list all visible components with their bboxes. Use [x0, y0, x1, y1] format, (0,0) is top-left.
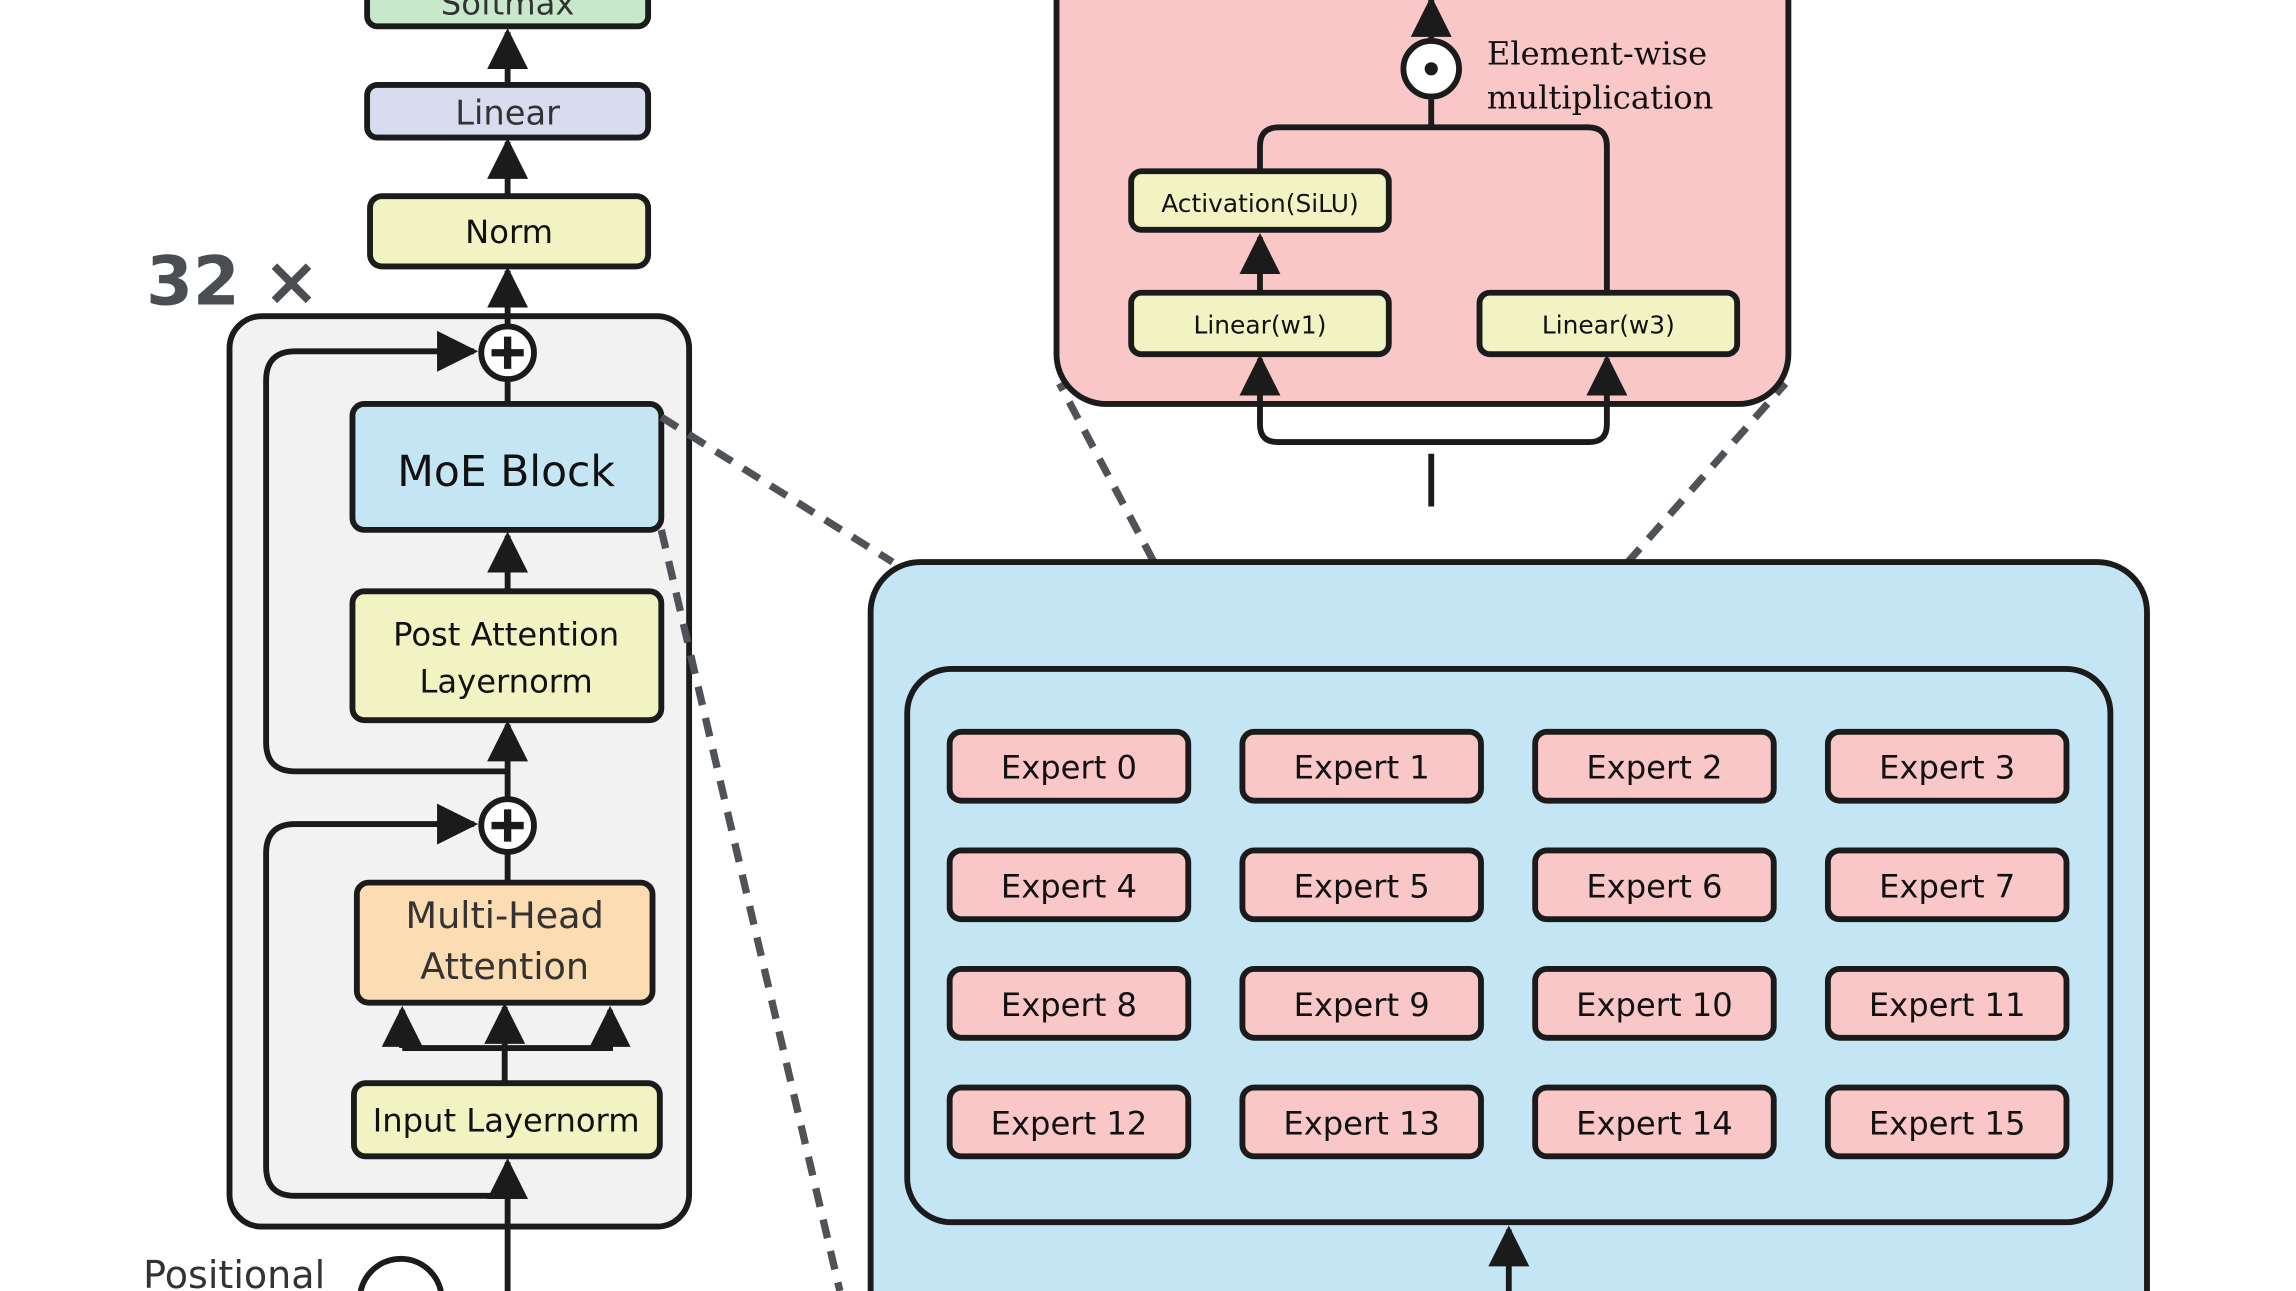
expert-label: Expert 10 — [1576, 986, 1733, 1024]
expert-grid: Expert 0 Expert 1 Expert 2 Expert 3 Expert 4… — [946, 728, 2070, 1160]
linear-label: Linear — [455, 93, 560, 132]
expert-box: Expert 1 — [1239, 728, 1484, 804]
multi-head-attention-box: Multi-Head Attention — [353, 879, 656, 1006]
norm-box: Norm — [367, 193, 652, 270]
activation-silu-box: Activation(SiLU) — [1128, 168, 1392, 233]
expert-box: Expert 14 — [1532, 1084, 1777, 1160]
mha-label-line2: Attention — [420, 945, 589, 988]
decoder-stack: 32 × Softmax Linear Norm MoE Block Post … — [143, 0, 693, 1291]
post-attention-label-line1: Post Attention — [393, 616, 619, 654]
expert-label: Expert 1 — [1294, 749, 1430, 787]
layer-count-label: 32 × — [146, 242, 320, 320]
expert-label: Expert 15 — [1869, 1104, 2026, 1142]
input-layernorm-label: Input Layernorm — [373, 1101, 640, 1139]
moe-detail-panel: Expert 0 Expert 1 Expert 2 Expert 3 Expert 4… — [867, 559, 2150, 1291]
expert-label: Expert 14 — [1576, 1104, 1733, 1142]
expert-label: Expert 7 — [1879, 867, 2015, 905]
expert-label: Expert 0 — [1001, 749, 1137, 787]
expert-box: Expert 9 — [1239, 966, 1484, 1041]
linear-w1-label: Linear(w1) — [1194, 311, 1327, 340]
softmax-label: Softmax — [441, 0, 575, 23]
residual-add-icon — [478, 323, 537, 383]
expert-label: Expert 6 — [1586, 867, 1722, 905]
expert-label: Expert 5 — [1294, 867, 1430, 905]
expert-box: Expert 5 — [1239, 847, 1484, 923]
linear-w3-box: Linear(w3) — [1476, 289, 1741, 358]
expert-label: Expert 3 — [1879, 749, 2015, 787]
expert-box: Expert 12 — [946, 1084, 1192, 1160]
expert-box: Expert 7 — [1824, 847, 2070, 923]
expert-label: Expert 9 — [1294, 986, 1430, 1024]
expert-box: Expert 6 — [1532, 847, 1777, 923]
expert-detail-panel: Element-wise multiplication Activation(S… — [1053, 0, 1792, 507]
expert-box: Expert 15 — [1824, 1084, 2070, 1160]
element-wise-label-line2: multiplication — [1487, 78, 1714, 116]
mha-label-line1: Multi-Head — [406, 894, 604, 937]
linear-box: Linear — [364, 81, 652, 141]
expert-label: Expert 8 — [1001, 986, 1137, 1024]
expert-box: Expert 8 — [946, 966, 1192, 1041]
moe-block-label: MoE Block — [397, 448, 615, 497]
linear-w1-box: Linear(w1) — [1128, 289, 1392, 358]
expert-box: Expert 4 — [946, 847, 1192, 923]
activation-silu-label: Activation(SiLU) — [1161, 189, 1358, 218]
moe-block-box: MoE Block — [349, 401, 665, 533]
linear-w3-label: Linear(w3) — [1542, 311, 1675, 340]
post-attention-label-line2: Layernorm — [420, 662, 593, 700]
expert-detail-arrows — [1239, 0, 1628, 507]
expert-box: Expert 2 — [1532, 728, 1777, 804]
positional-label: Positional — [143, 1253, 325, 1291]
expert-grid-frame — [904, 665, 2114, 1226]
expert-label: Expert 4 — [1001, 867, 1137, 905]
input-layernorm-box: Input Layernorm — [351, 1080, 663, 1160]
expert-box: Expert 11 — [1824, 966, 2070, 1041]
decoder-flow-arrows — [263, 28, 631, 1291]
expert-label: Expert 12 — [991, 1104, 1148, 1142]
element-wise-label-line1: Element-wise — [1487, 34, 1707, 72]
post-attention-layernorm-box: Post Attention Layernorm — [349, 588, 665, 724]
expert-box: Expert 13 — [1239, 1084, 1484, 1160]
expert-label: Expert 11 — [1869, 986, 2026, 1024]
softmax-box: Softmax — [364, 0, 652, 30]
norm-label: Norm — [465, 213, 553, 251]
expert-box: Expert 10 — [1532, 966, 1777, 1041]
expert-box: Expert 3 — [1824, 728, 2070, 804]
residual-add-icon — [478, 796, 537, 855]
expert-box: Expert 0 — [946, 728, 1192, 804]
expert-label: Expert 2 — [1586, 749, 1722, 787]
element-wise-multiply-icon — [1400, 38, 1462, 100]
expert-label: Expert 13 — [1283, 1104, 1440, 1142]
positional-encoding-icon — [357, 1255, 444, 1291]
